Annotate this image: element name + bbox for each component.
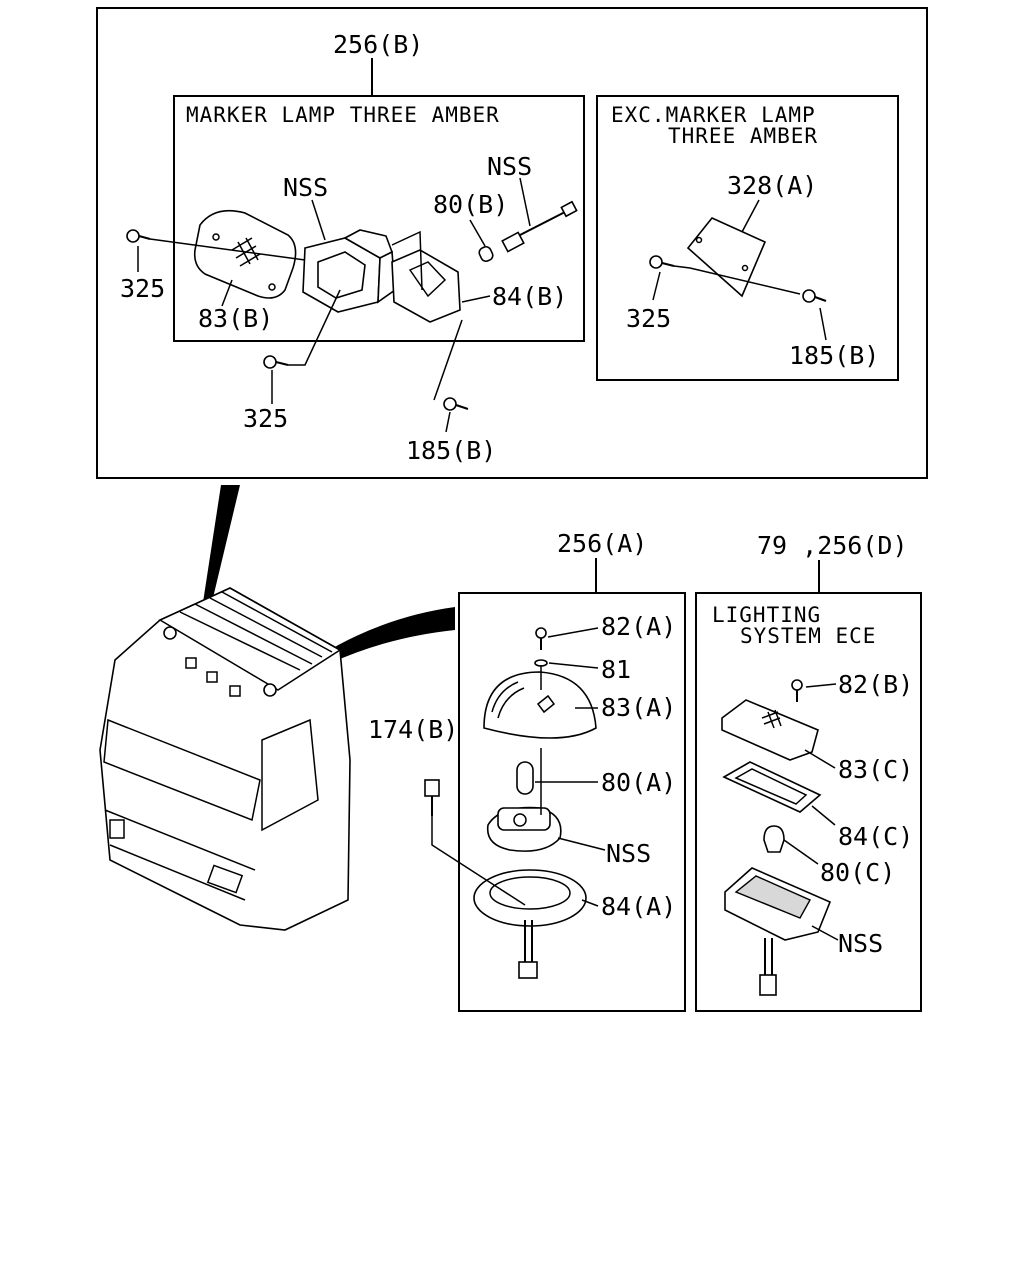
label-185b-1[interactable]: 185(B) [406, 436, 496, 465]
top-main-frame [96, 7, 928, 479]
label-80b[interactable]: 80(B) [433, 190, 508, 219]
nut-185b-2-drawing [802, 289, 827, 303]
label-174b[interactable]: 174(B) [368, 715, 458, 744]
housing-nss-2-drawing [724, 867, 832, 996]
label-nss-3[interactable]: NSS [606, 839, 651, 868]
lamp-a-frame [458, 592, 686, 1012]
lens-83b-drawing [193, 209, 297, 299]
dome-83a-drawing [483, 671, 597, 739]
plate-328a-drawing [686, 217, 767, 298]
label-84a[interactable]: 84(A) [601, 892, 676, 921]
screw-82a-drawing [535, 627, 547, 650]
socket-nss-drawing [486, 806, 562, 852]
harness-nss-drawing [501, 200, 578, 253]
bulb-80a-drawing [516, 761, 534, 795]
screw-325-c-drawing [649, 255, 675, 269]
label-nss-2[interactable]: NSS [487, 152, 532, 181]
lighting-system-title-1: LIGHTING [712, 603, 821, 627]
exc-marker-lamp-title-1: EXC.MARKER LAMP [611, 103, 816, 127]
label-82a[interactable]: 82(A) [601, 612, 676, 641]
label-80a[interactable]: 80(A) [601, 768, 676, 797]
label-81[interactable]: 81 [601, 655, 631, 684]
label-328a[interactable]: 328(A) [727, 171, 817, 200]
label-83c[interactable]: 83(C) [838, 755, 913, 784]
label-325-1[interactable]: 325 [120, 274, 165, 303]
nut-185b-drawing [443, 397, 469, 411]
marker-lamp-title: MARKER LAMP THREE AMBER [186, 103, 500, 127]
label-185b-2[interactable]: 185(B) [789, 341, 879, 370]
label-nss-1[interactable]: NSS [283, 173, 328, 202]
pointer-right [281, 607, 455, 688]
bulb-80b-drawing [478, 245, 494, 263]
label-84c[interactable]: 84(C) [838, 822, 913, 851]
lens-83c-drawing [721, 699, 819, 761]
label-80c[interactable]: 80(C) [820, 858, 895, 887]
label-325-2[interactable]: 325 [243, 404, 288, 433]
bulb-80c-drawing [763, 825, 785, 853]
screw-325-b-drawing [263, 355, 289, 369]
truck-cab-drawing [99, 587, 351, 931]
gasket-84b-drawing [391, 249, 461, 323]
label-82b[interactable]: 82(B) [838, 670, 913, 699]
gasket-84c-drawing [722, 761, 822, 813]
label-nss-4[interactable]: NSS [838, 929, 883, 958]
top-main-ref-label[interactable]: 256(B) [333, 30, 423, 59]
label-83b[interactable]: 83(B) [198, 304, 273, 333]
exc-marker-lamp-title-2: THREE AMBER [668, 124, 818, 148]
screw-82b-drawing [791, 679, 803, 702]
lighting-system-frame [695, 592, 922, 1012]
lighting-system-ref-label[interactable]: 79 ,256(D) [757, 531, 908, 560]
label-84b[interactable]: 84(B) [492, 282, 567, 311]
housing-nss-drawing [302, 229, 396, 313]
lighting-system-title-2: SYSTEM ECE [740, 624, 876, 648]
label-83a[interactable]: 83(A) [601, 693, 676, 722]
screw-325-a-drawing [126, 229, 151, 243]
label-325-3[interactable]: 325 [626, 304, 671, 333]
lamp-a-ref-label[interactable]: 256(A) [557, 529, 647, 558]
exc-marker-lamp-frame [596, 95, 899, 381]
base-84a-drawing [473, 869, 587, 979]
bolt-174b-drawing [424, 779, 440, 816]
marker-lamp-frame [173, 95, 585, 342]
